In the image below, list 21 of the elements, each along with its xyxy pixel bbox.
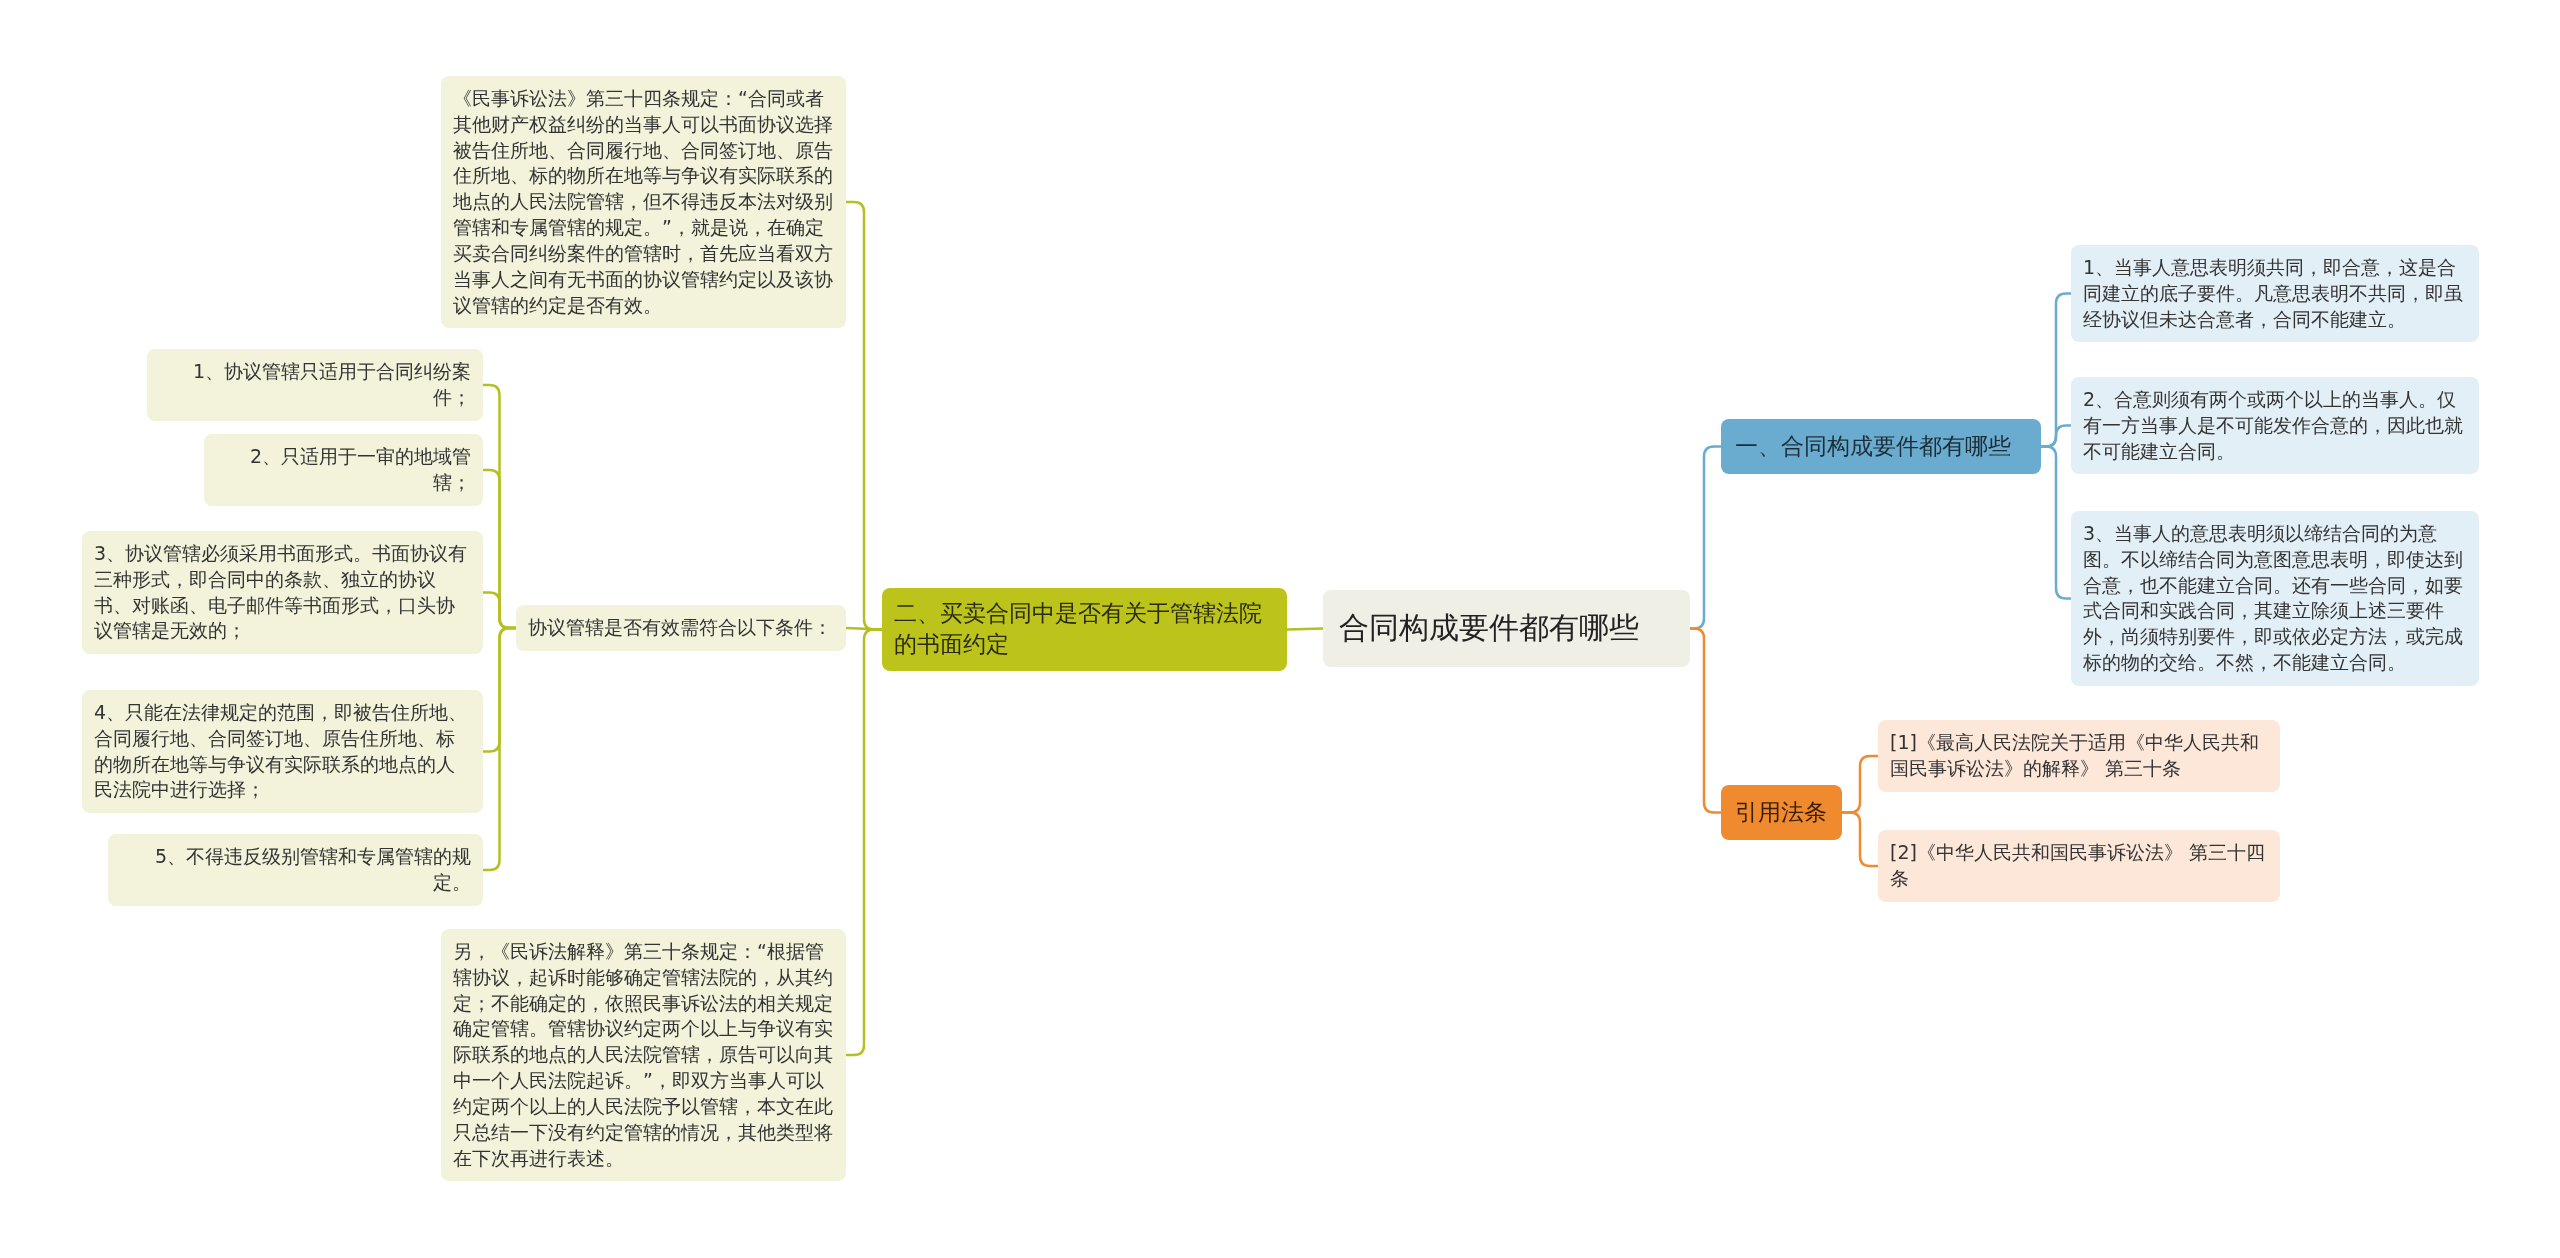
branch-topic-box: 引用法条 [1721, 785, 1842, 841]
subtopic-box: 1、当事人意思表明须共同，即合意，这是合同建立的底子要件。凡意思表明不共同，即虽经协议但未达合意者，合同不能建立。 [2071, 245, 2479, 343]
connector-line [483, 626, 516, 872]
subtopic-box: 3、协议管辖必须采用书面形式。书面协议有三种形式，即合同中的条款、独立的协议书、对账函、电子邮件等书面形式，口头协议管辖是无效的； [82, 531, 483, 655]
subtopic-box: 另，《民诉法解释》第三十条规定：“根据管辖协议，起诉时能够确定管辖法院的，从其约定；不能确定的，依照民事诉讼法的相关规定确定管辖。管辖协议约定两个以上与争议有实际联系的地点的人民法院管辖，原告可以向其中一个人民法院起诉。”，即双方当事人可以约定两个以上的人民法院予以管辖，本文在此只总结一下没有约定管辖的情况，其他类型将在下次再进行表述。 [441, 929, 846, 1182]
subtopic-box: 5、不得违反级别管辖和专属管辖的规定。 [108, 834, 483, 906]
connector-line [1286, 627, 1324, 631]
subtopic-box: 1、协议管辖只适用于合同纠纷案件； [147, 349, 483, 421]
subtopic-box: 3、当事人的意思表明须以缔结合同的为意图。不以缔结合同为意图意思表明，即使达到合意，也不能建立合同。还有一些合同，如要式合同和实践合同，其建立除须上述三要件外，尚须特别要件，即或依必定方法，或完成标的物的交给。不然，不能建立合同。 [2071, 511, 2479, 686]
subtopic-box: 4、只能在法律规定的范围，即被告住所地、合同履行地、合同签订地、原告住所地、标的物所在地等与争议有实际联系的地点的人民法院中进行选择； [82, 690, 483, 814]
subtopic-box: 2、只适用于一审的地域管辖； [204, 434, 483, 506]
subtopic-box: 协议管辖是否有效需符合以下条件： [516, 605, 846, 651]
branch-topic-box: 二、买卖合同中是否有关于管辖法院的书面约定 [882, 588, 1287, 671]
connector-line [846, 628, 882, 1057]
subtopic-box: 《民事诉讼法》第三十四条规定：“合同或者其他财产权益纠纷的当事人可以书面协议选择被告住所地、合同履行地、合同签订地、原告住所地、标的物所在地等与争议有实际联系的地点的人民法院管辖，但不得违反本法对级别管辖和专属管辖的规定。”，就是说，在确定买卖合同纠纷案件的管辖时，首先应当看双方当事人之间有无书面的协议管辖约定以及该协议管辖的约定是否有效。 [441, 76, 846, 329]
root-topic-box: 合同构成要件都有哪些 [1323, 590, 1690, 667]
connector-line [1842, 811, 1878, 868]
subtopic-box: [2]《中华人民共和国民事诉讼法》 第三十四条 [1878, 830, 2280, 902]
branch-topic-box: 一、合同构成要件都有哪些 [1721, 419, 2041, 475]
subtopic-box: 2、合意则须有两个或两个以上的当事人。仅有一方当事人是不可能发作合意的，因此也就不可能建立合同。 [2071, 377, 2479, 475]
subtopic-box: [1]《最高人民法院关于适用《中华人民共和国民事诉讼法》的解释》 第三十条 [1878, 720, 2280, 792]
